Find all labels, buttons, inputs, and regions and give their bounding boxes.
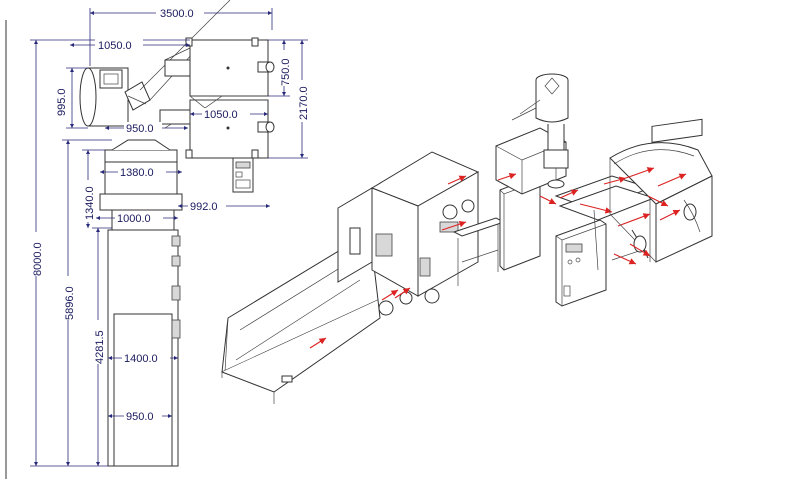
front-elevation — [99, 139, 183, 467]
carding-unit — [554, 175, 656, 271]
control-cabinet — [555, 219, 607, 307]
dim-height-5896: 5896.0 — [64, 286, 76, 320]
dim-height-2170: 2170.0 — [298, 86, 310, 120]
dim-height-1340: 1340.0 — [84, 186, 96, 220]
dim-width-total: 3500.0 — [160, 8, 194, 20]
dim-width-1050-mid: 1050.0 — [204, 109, 238, 121]
isometric-line — [221, 73, 713, 404]
dim-width-1380: 1380.0 — [120, 167, 154, 179]
flow-arrows — [539, 176, 627, 205]
dim-width-992: 992.0 — [190, 201, 218, 213]
dim-height-total: 8000.0 — [32, 242, 44, 276]
dim-width-top: 1050.0 — [98, 40, 132, 52]
dim-height-995: 995.0 — [56, 88, 68, 116]
dim-height-4281: 4281.5 — [94, 330, 106, 364]
support-table — [452, 217, 506, 286]
side-view: 3500.0 1050.0 995.0 750.0 2170.0 950.0 1… — [5, 0, 310, 479]
dim-width-1400: 1400.0 — [124, 353, 158, 365]
dim-width-950-bottom: 950.0 — [126, 411, 154, 423]
cyclone-hopper — [511, 73, 569, 189]
dimension-labels: 3500.0 1050.0 995.0 750.0 2170.0 950.0 1… — [30, 6, 310, 423]
dim-width-1000: 1000.0 — [117, 213, 151, 225]
dim-height-750: 750.0 — [280, 58, 292, 86]
drum-unit — [609, 118, 713, 263]
opening-machine — [337, 151, 480, 316]
dim-width-950-top: 950.0 — [126, 123, 154, 135]
